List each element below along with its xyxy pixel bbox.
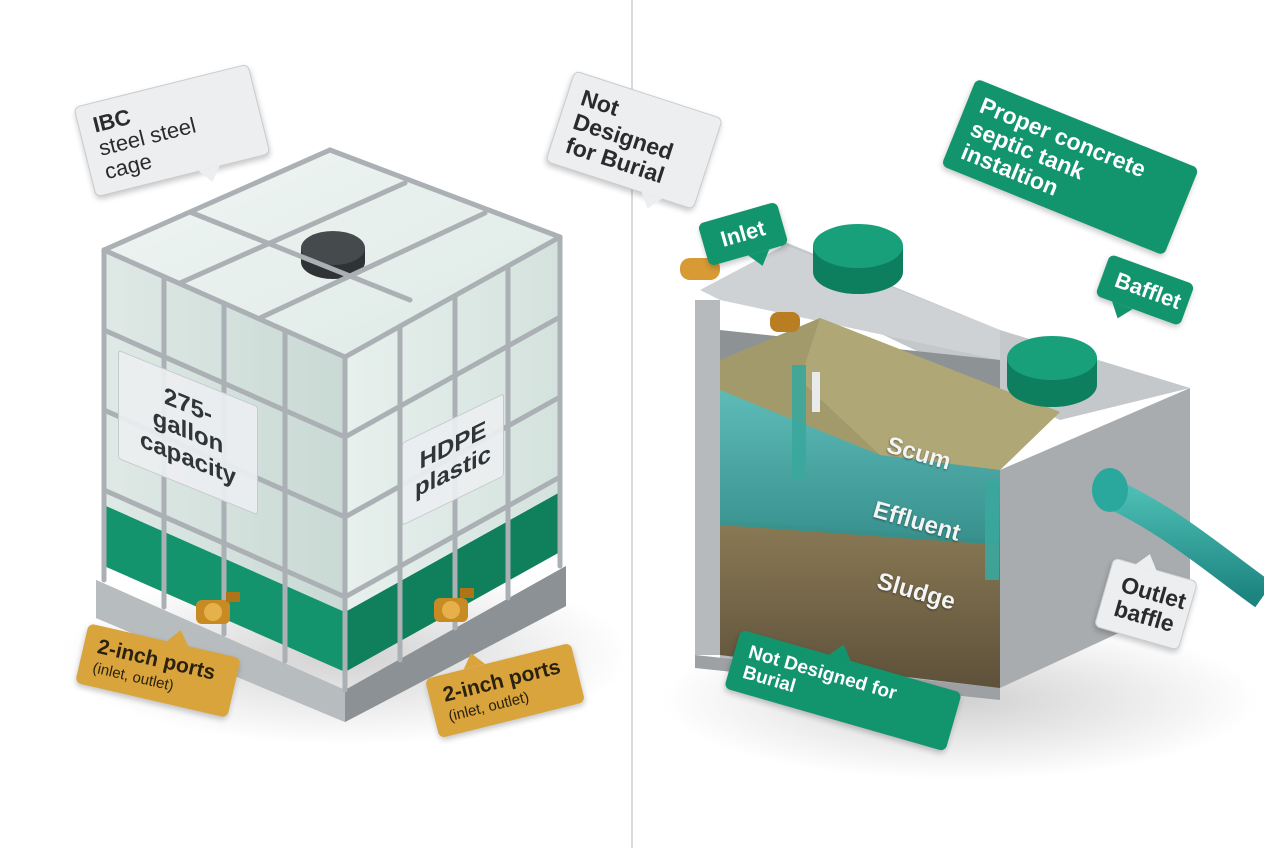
septic-lid-right <box>1007 336 1097 407</box>
septic-lid-left <box>813 224 903 294</box>
ibc-valve-right <box>434 588 474 622</box>
septic-inlet-label: Inlet <box>717 215 769 252</box>
ibc-valve-left <box>196 592 240 624</box>
septic-tank <box>660 224 1264 780</box>
